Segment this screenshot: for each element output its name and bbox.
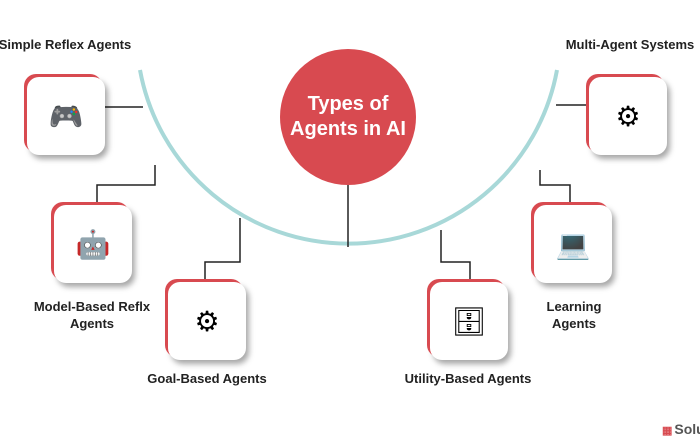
person-computer-icon: 💻 xyxy=(555,228,591,260)
card-simple-reflex: 🎮 xyxy=(27,77,105,155)
card-utility-based: 🗄 xyxy=(430,282,508,360)
gear-person-icon: ⚙ xyxy=(194,305,220,337)
card-model-based: 🤖 xyxy=(54,205,132,283)
logo-text: Solu xyxy=(674,421,700,437)
logo: ▦Solu xyxy=(662,421,700,437)
label-simple-reflex: Simple Reflex Agents xyxy=(0,37,132,52)
label-learning: Learning Agents xyxy=(546,299,602,331)
label-utility-based: Utility-Based Agents xyxy=(404,371,532,386)
vr-controllers-icon: 🎮 xyxy=(48,100,84,132)
robot-flowchart-icon: 🤖 xyxy=(75,228,111,260)
label-model-based: Model-Based Reflx Agents xyxy=(33,299,151,331)
card-learning: 💻 xyxy=(534,205,612,283)
network-gear-icon: ⚙ xyxy=(615,100,641,132)
label-goal-based: Goal-Based Agents xyxy=(147,371,267,386)
person-servers-icon: 🗄 xyxy=(451,305,487,337)
logo-icon: ▦ xyxy=(662,425,673,437)
card-multi-agent: ⚙ xyxy=(589,77,667,155)
center-title: Types of Agents in AI xyxy=(280,49,416,185)
card-goal-based: ⚙ xyxy=(168,282,246,360)
label-multi-agent: Multi-Agent Systems xyxy=(565,37,695,52)
